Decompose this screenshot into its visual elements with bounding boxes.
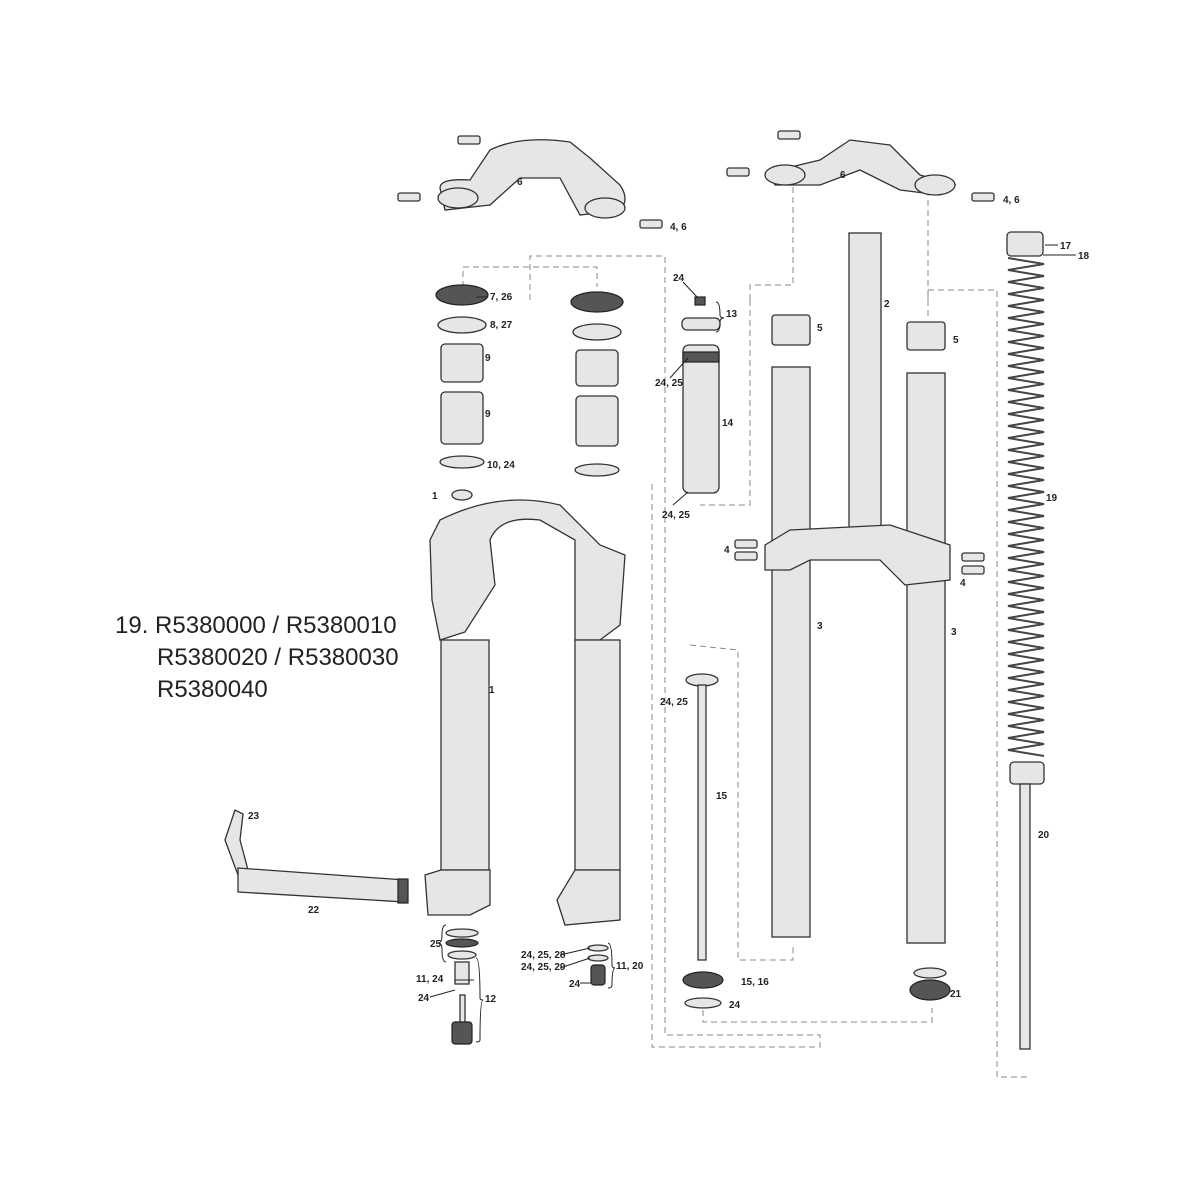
part-label: 3 — [951, 627, 957, 638]
part-label: 9 — [485, 409, 491, 420]
part-label: 24, 25, 29 — [521, 962, 566, 973]
part-label: 23 — [248, 811, 260, 822]
seals-bushings-left — [435, 284, 489, 501]
assembly-guides — [462, 165, 1028, 1078]
lower-legs — [424, 499, 626, 926]
part-label: 17 — [1060, 241, 1072, 252]
part-label: 6 — [840, 170, 846, 181]
part-label: 21 — [950, 989, 962, 1000]
part-label: 22 — [308, 905, 320, 916]
part-label: 5 — [817, 323, 823, 334]
part-label: 25 — [430, 939, 442, 950]
thru-axle — [224, 809, 409, 904]
bottom-parts — [445, 673, 951, 1045]
part-label: 11, 20 — [616, 961, 644, 972]
part-label: 2 — [884, 299, 890, 310]
caption-line-2: R5380020 / R5380030 — [157, 644, 399, 671]
part-label: 4, 6 — [670, 222, 687, 233]
caption-line-3: R5380040 — [157, 676, 268, 703]
caption-item-number: 19. — [115, 612, 149, 639]
part-label: 13 — [726, 309, 738, 320]
part-label: 18 — [1078, 251, 1090, 262]
part-label: 19 — [1046, 493, 1058, 504]
part-label: 15 — [716, 791, 728, 802]
part-label: 24 — [729, 1000, 741, 1011]
part-label: 1 — [489, 685, 495, 696]
coil-spring — [1006, 231, 1045, 1050]
upper-crown-left — [397, 135, 663, 229]
leader-lines — [429, 244, 1076, 1043]
part-label: 24 — [673, 273, 685, 284]
part-label: 4 — [960, 578, 966, 589]
part-label: 14 — [722, 418, 734, 429]
part-label: 9 — [485, 353, 491, 364]
part-label: 11, 24 — [416, 974, 444, 985]
part-label: 24, 25 — [662, 510, 690, 521]
part-label: 4 — [724, 545, 730, 556]
part-label: 8, 27 — [490, 320, 513, 331]
part-label: 6 — [517, 177, 523, 188]
part-label: 7, 26 — [490, 292, 513, 303]
part-label: 24 — [418, 993, 430, 1004]
part-label: 24 — [569, 979, 581, 990]
caption-part-numbers-1: R5380000 / R5380010 — [155, 612, 397, 639]
part-label: 1 — [432, 491, 438, 502]
stanchions — [734, 232, 985, 944]
part-label: 15, 16 — [741, 977, 769, 988]
part-label: 4, 6 — [1003, 195, 1020, 206]
part-label: 24, 25 — [655, 378, 683, 389]
upper-crown-right — [726, 130, 995, 202]
seals-bushings-right — [570, 291, 624, 477]
part-label: 12 — [485, 994, 497, 1005]
part-label: 24, 25, 28 — [521, 950, 566, 961]
part-label: 20 — [1038, 830, 1050, 841]
part-label: 3 — [817, 621, 823, 632]
part-label: 24, 25 — [660, 697, 688, 708]
caption-line-1: 19. R5380000 / R5380010 — [115, 610, 397, 642]
part-label: 10, 24 — [487, 460, 515, 471]
part-labels: 6 4, 6 6 4, 6 17 18 24 13 7, 26 8, 27 9 … — [248, 170, 1090, 1011]
damper-cartridge — [681, 296, 721, 494]
part-label: 5 — [953, 335, 959, 346]
